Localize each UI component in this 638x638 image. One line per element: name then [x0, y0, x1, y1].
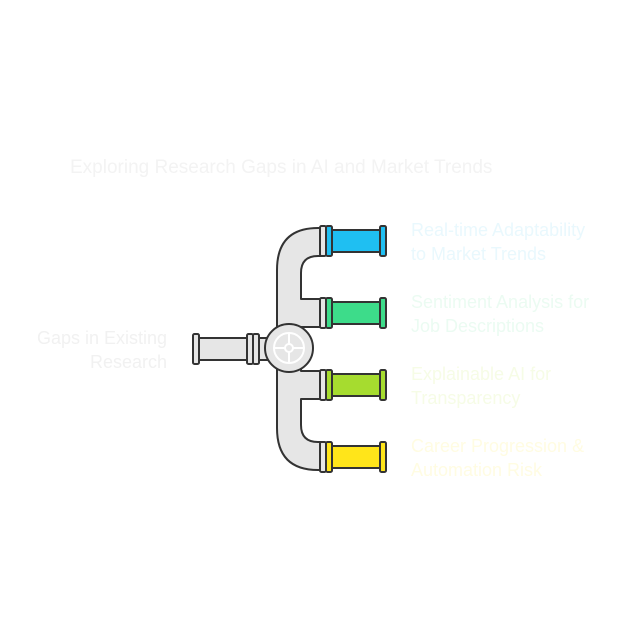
input-pipe [192, 333, 272, 365]
output-label-line2: to Market Trends [411, 244, 547, 264]
output-label-line1: Career Progression & [411, 436, 585, 456]
output-label-explainable-ai: Explainable AI for Transparency [411, 362, 633, 410]
output-label-real-time-adaptability: Real-time Adaptability to Market Trends [411, 218, 633, 266]
source-label-line2: Research [89, 352, 167, 372]
valve-icon [264, 323, 314, 373]
output-label-line2: Transparency [411, 388, 521, 408]
output-label-line1: Real-time Adaptability [411, 220, 586, 240]
diagram-title: Exploring Research Gaps in AI and Market… [70, 157, 493, 178]
output-label-line2: Job Descriptions [411, 316, 545, 336]
output-label-sentiment-analysis: Sentiment Analysis for Job Descriptions [411, 290, 633, 338]
source-label: Gaps in Existing Research [7, 326, 167, 374]
output-label-line1: Explainable AI for [411, 364, 552, 384]
source-label-line1: Gaps in Existing [36, 328, 167, 348]
output-pipe-real-time-adaptability [319, 225, 387, 257]
output-pipe-sentiment-analysis [319, 297, 387, 329]
output-label-career-progression: Career Progression & Automation Risk [411, 434, 633, 482]
output-pipe-explainable-ai [319, 369, 387, 401]
output-label-line1: Sentiment Analysis for [411, 292, 590, 312]
output-pipe-career-progression [319, 441, 387, 473]
output-label-line2: Automation Risk [411, 460, 543, 480]
